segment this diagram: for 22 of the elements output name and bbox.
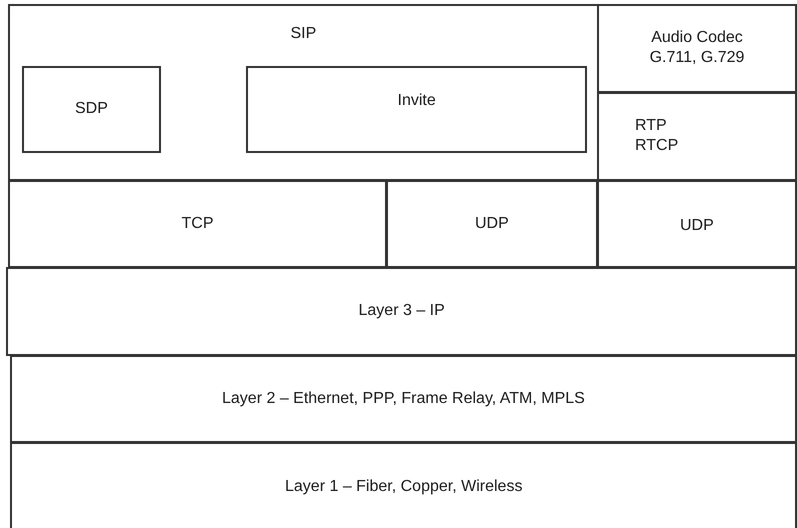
protocol-label: Layer 3 – IP <box>358 301 445 321</box>
protocol-label: SIP <box>290 24 316 44</box>
protocol-box <box>8 180 387 268</box>
protocol-box <box>597 180 797 268</box>
protocol-box <box>386 180 598 268</box>
protocol-box <box>8 4 599 181</box>
protocol-label: Layer 2 – Ethernet, PPP, Frame Relay, ATM, MPLS <box>222 388 585 408</box>
protocol-label: TCP <box>182 214 214 234</box>
protocol-label: Invite <box>398 91 436 111</box>
protocol-label: UDP <box>475 214 509 234</box>
protocol-label: SDP <box>75 99 108 119</box>
protocol-box <box>597 92 797 181</box>
protocol-box <box>597 4 797 93</box>
protocol-label: Layer 1 – Fiber, Copper, Wireless <box>285 476 522 496</box>
protocol-box <box>10 355 797 443</box>
protocol-box <box>10 442 797 528</box>
protocol-label: RTP RTCP <box>635 116 680 156</box>
protocol-box <box>6 267 797 356</box>
protocol-box <box>246 66 587 153</box>
protocol-label: UDP <box>680 216 714 236</box>
protocol-box <box>22 66 161 153</box>
protocol-label: Audio Codec G.711, G.729 <box>648 28 746 68</box>
